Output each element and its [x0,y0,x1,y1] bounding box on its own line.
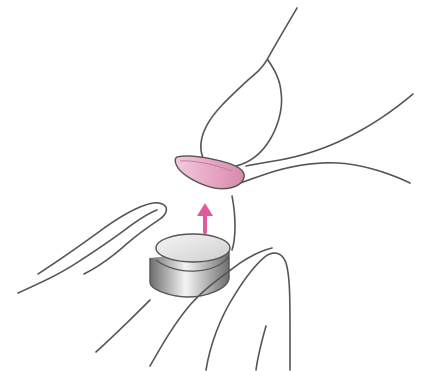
upper-hand-icon [201,8,413,184]
compact-jar-icon [150,234,230,297]
makeup-pad-icon [175,156,244,189]
up-arrow-icon [197,203,213,232]
lower-hand-fingers-icon [18,203,166,293]
